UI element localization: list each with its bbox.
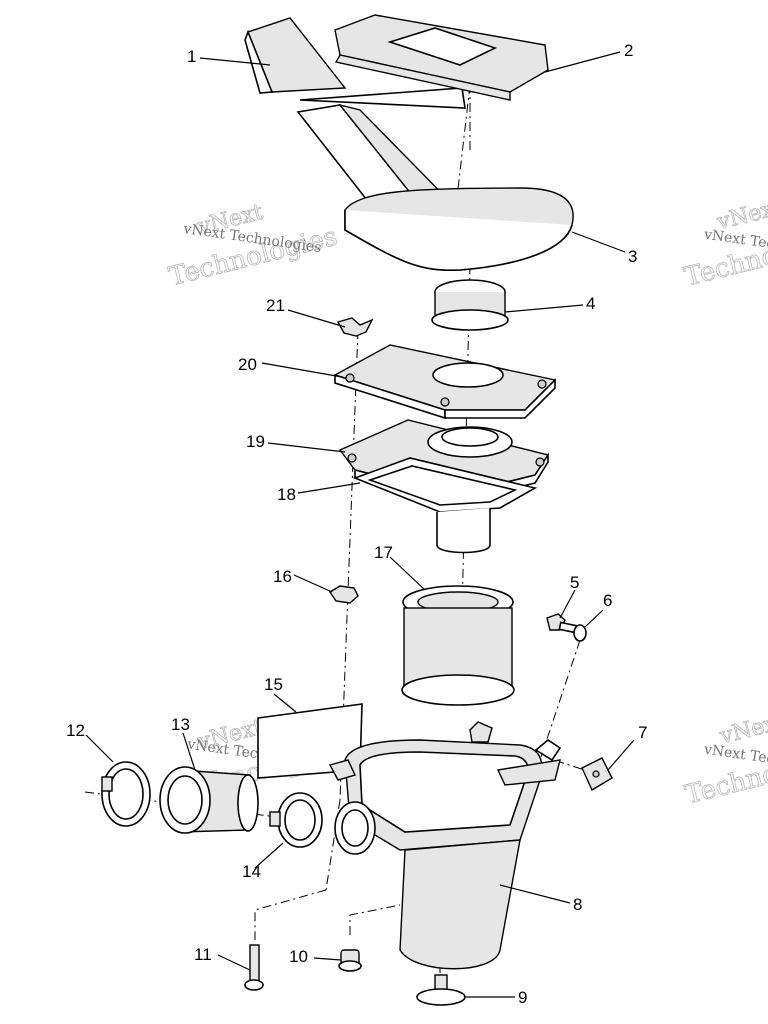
callout-4: 4 bbox=[586, 294, 595, 313]
part-10-grommet bbox=[338, 949, 362, 972]
callout-3: 3 bbox=[628, 247, 637, 266]
part-12-hose-clamp bbox=[101, 761, 151, 827]
callout-20: 20 bbox=[238, 355, 257, 374]
callout-labels: 1 2 3 4 5 6 7 8 9 10 11 12 13 14 15 16 1… bbox=[66, 41, 647, 1007]
callout-10: 10 bbox=[289, 947, 308, 966]
callout-18: 18 bbox=[277, 485, 296, 504]
callout-14: 14 bbox=[242, 862, 261, 881]
part-20-top-plate bbox=[333, 344, 557, 420]
callout-7: 7 bbox=[638, 723, 647, 742]
part-4-rubber-boot bbox=[431, 279, 509, 331]
callout-13: 13 bbox=[171, 715, 190, 734]
callout-9: 9 bbox=[518, 988, 527, 1007]
part-9-drain-plug bbox=[416, 974, 466, 1006]
callout-6: 6 bbox=[603, 591, 612, 610]
part-8-airbox-housing bbox=[328, 721, 562, 970]
callout-17: 17 bbox=[374, 543, 393, 562]
callout-2: 2 bbox=[624, 41, 633, 60]
part-18-gasket bbox=[352, 457, 538, 554]
callout-1: 1 bbox=[187, 47, 196, 66]
part-14-hose-clamp bbox=[269, 792, 323, 848]
callout-15: 15 bbox=[264, 675, 283, 694]
callout-16: 16 bbox=[273, 567, 292, 586]
leader-lines bbox=[85, 51, 635, 998]
part-17-air-filter bbox=[401, 585, 515, 706]
part-16-nut bbox=[329, 585, 359, 604]
part-11-screw bbox=[244, 944, 264, 991]
part-6-washer bbox=[573, 624, 587, 642]
part-8-outlet-tube bbox=[334, 801, 376, 855]
part-2-foam-seal bbox=[334, 14, 549, 101]
callout-11: 11 bbox=[194, 945, 212, 964]
callout-19: 19 bbox=[246, 432, 265, 451]
callout-12: 12 bbox=[66, 721, 85, 740]
part-7-clip bbox=[581, 757, 613, 792]
callout-8: 8 bbox=[573, 895, 582, 914]
part-1-vent-flap bbox=[244, 17, 466, 109]
part-3-intake-cover bbox=[296, 103, 574, 272]
callout-5: 5 bbox=[570, 573, 579, 592]
callout-21: 21 bbox=[266, 296, 285, 315]
part-21-wing-nut bbox=[336, 317, 374, 337]
part-13-intake-boot bbox=[159, 766, 259, 834]
